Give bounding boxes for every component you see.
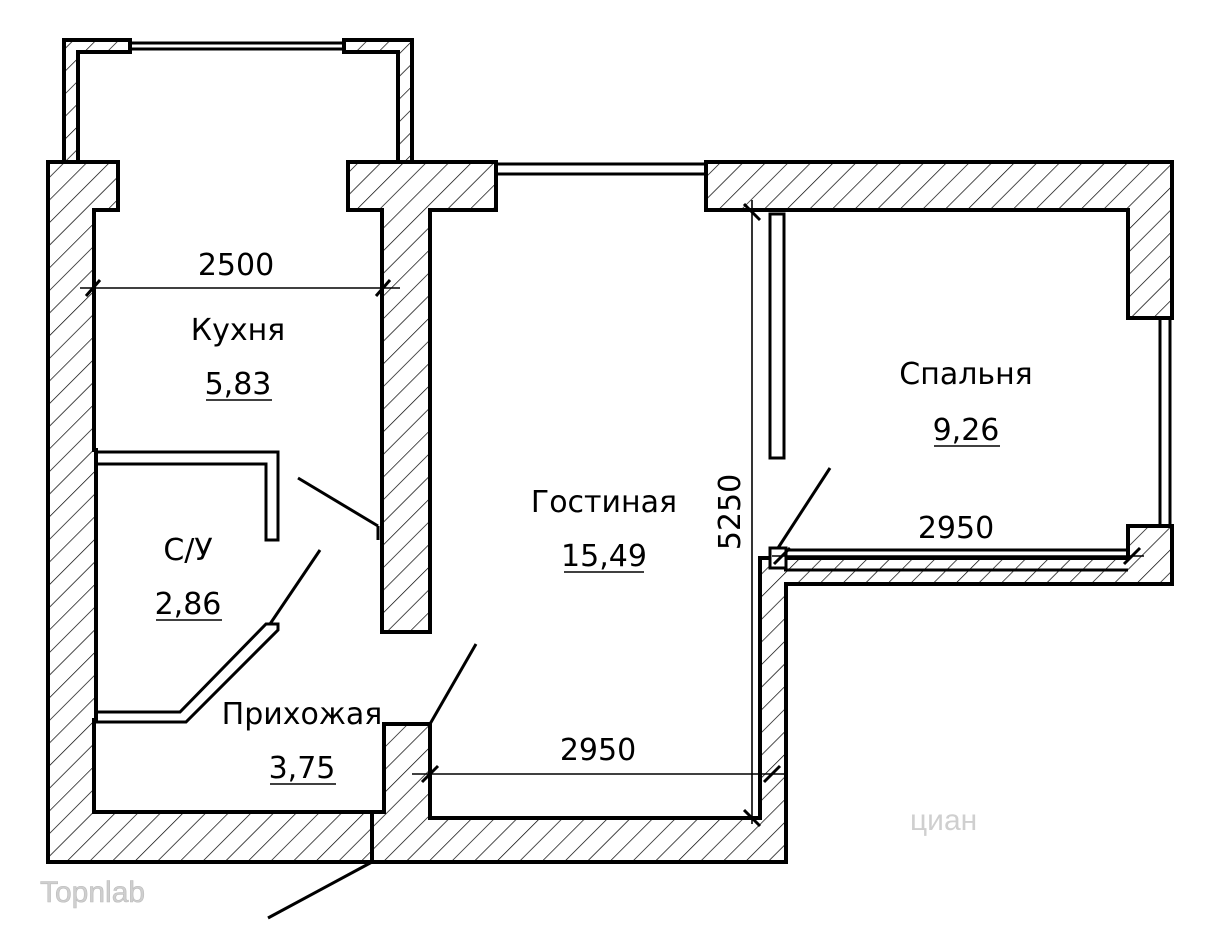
bathroom-name: С/У (163, 533, 212, 568)
dimension-lines (80, 200, 1144, 828)
bathroom-area: 2,86 (155, 587, 222, 622)
bedroom-area: 9,26 (933, 413, 1000, 448)
kitchen-area: 5,83 (205, 367, 272, 402)
cian-watermark: циан (910, 804, 977, 837)
kitchen-width-label: 2500 (198, 248, 274, 283)
living-area: 15,49 (561, 539, 647, 574)
balcony (62, 38, 414, 164)
kitchen-name: Кухня (191, 313, 285, 348)
bedroom-name: Спальня (899, 357, 1032, 392)
bathroom-partitions (96, 450, 280, 724)
door-swings (267, 467, 832, 920)
partition-bedroom (768, 212, 1128, 572)
topnlab-watermark: Topnlab (40, 876, 145, 909)
walls (46, 160, 1174, 864)
hall-area: 3,75 (269, 751, 336, 786)
hall-name: Прихожая (222, 697, 383, 732)
living-width-label: 2950 (560, 733, 636, 768)
bedroom-window (1128, 316, 1172, 528)
bedroom-width-label: 2950 (918, 511, 994, 546)
living-length-label: 5250 (713, 474, 748, 550)
living-window (496, 162, 706, 176)
living-name: Гостиная (531, 485, 677, 520)
